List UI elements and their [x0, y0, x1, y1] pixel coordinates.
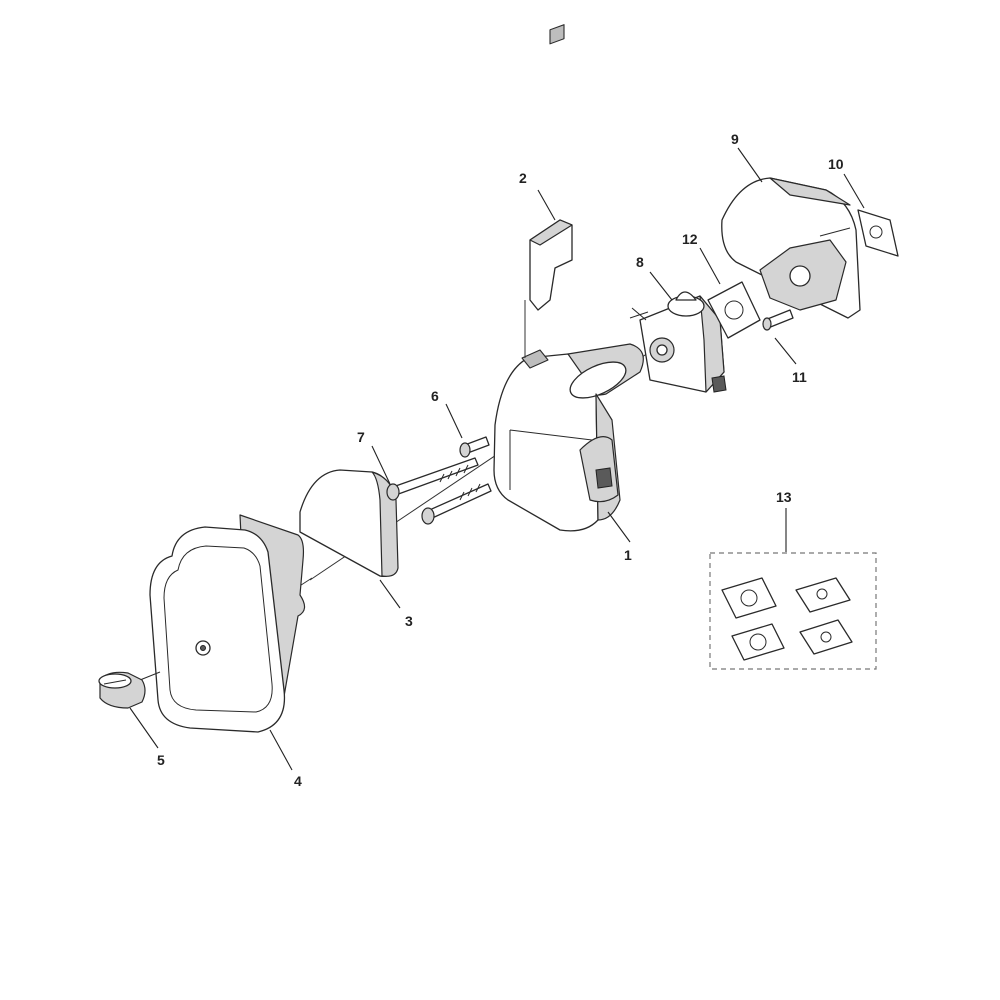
air-filter-housing[interactable]: [493, 343, 644, 532]
callout-11: 11: [792, 369, 807, 385]
short-bolt[interactable]: [459, 436, 490, 458]
callout-2: 2: [519, 170, 527, 186]
callout-6: 6: [431, 388, 439, 404]
air-filter-cover[interactable]: [149, 514, 306, 733]
callout-12: 12: [682, 231, 698, 247]
cover-knob[interactable]: [98, 671, 161, 709]
callout-10: 10: [828, 156, 844, 172]
callout-labels: 1 2 3 4 5 6 7 8 9 10 11 12 13: [157, 131, 844, 789]
callout-13: 13: [776, 489, 792, 505]
choke-connector[interactable]: [524, 24, 573, 358]
kit-boundary-box: [709, 552, 877, 670]
long-bolts[interactable]: [386, 457, 492, 525]
air-filter-element[interactable]: [299, 469, 399, 578]
callout-4: 4: [294, 773, 302, 789]
callout-9: 9: [731, 131, 739, 147]
callout-leaders: [129, 147, 865, 771]
intake-heat-shield[interactable]: [721, 177, 861, 319]
callout-7: 7: [357, 429, 365, 445]
callout-3: 3: [405, 613, 413, 629]
flange-gasket[interactable]: [857, 209, 899, 257]
callout-5: 5: [157, 752, 165, 768]
diaphragm-kit[interactable]: [709, 552, 877, 670]
callout-1: 1: [624, 547, 632, 563]
carburetor-gasket[interactable]: [707, 281, 761, 339]
callout-8: 8: [636, 254, 644, 270]
carburetor-screws[interactable]: [762, 309, 794, 331]
